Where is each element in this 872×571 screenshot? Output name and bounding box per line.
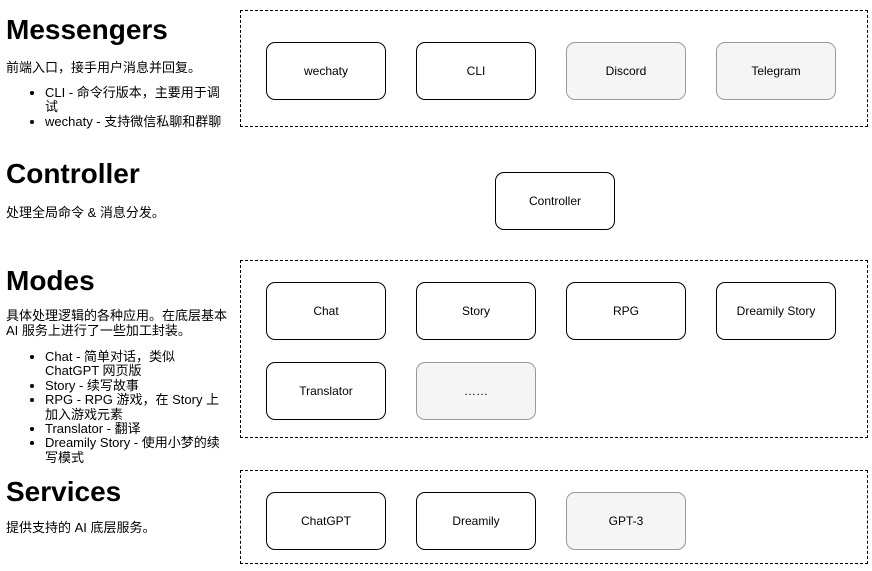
node-story: Story <box>416 282 536 340</box>
node-dreamily-story: Dreamily Story <box>716 282 836 340</box>
bullet-chat: Chat - 简单对话，类似 ChatGPT 网页版 <box>45 349 232 379</box>
section-title-messengers: Messengers <box>6 14 168 45</box>
bullet-story: Story - 续写故事 <box>45 378 232 393</box>
section-title-services: Services <box>6 476 122 507</box>
node-cli: CLI <box>416 42 536 100</box>
section-desc-services: 提供支持的 AI 底层服务。 <box>6 520 156 535</box>
node-rpg: RPG <box>566 282 686 340</box>
node-telegram: Telegram <box>716 42 836 100</box>
node-chatgpt: ChatGPT <box>266 492 386 550</box>
bullet-cli: CLI - 命令行版本，主要用于调试 <box>45 85 232 115</box>
messengers-frame: wechaty CLI Discord Telegram <box>240 10 868 127</box>
node-controller: Controller <box>495 172 615 230</box>
bullet-translator: Translator - 翻译 <box>45 421 232 436</box>
node-gpt3: GPT-3 <box>566 492 686 550</box>
node-translator: Translator <box>266 362 386 420</box>
bullet-wechaty: wechaty - 支持微信私聊和群聊 <box>45 114 232 129</box>
node-ellipsis: …… <box>416 362 536 420</box>
services-frame: ChatGPT Dreamily GPT-3 <box>240 470 868 564</box>
node-dreamily: Dreamily <box>416 492 536 550</box>
messengers-bullet-list: CLI - 命令行版本，主要用于调试 wechaty - 支持微信私聊和群聊 <box>6 85 232 129</box>
section-title-controller: Controller <box>6 158 140 189</box>
node-discord: Discord <box>566 42 686 100</box>
modes-bullet-list: Chat - 简单对话，类似 ChatGPT 网页版 Story - 续写故事 … <box>6 349 232 465</box>
node-wechaty: wechaty <box>266 42 386 100</box>
section-desc-modes: 具体处理逻辑的各种应用。在底层基本 AI 服务上进行了一些加工封装。 <box>6 308 228 338</box>
section-desc-messengers: 前端入口，接手用户消息并回复。 <box>6 60 202 75</box>
bullet-rpg: RPG - RPG 游戏，在 Story 上加入游戏元素 <box>45 393 232 422</box>
modes-frame: Chat Story RPG Dreamily Story Translator… <box>240 260 868 438</box>
section-desc-controller: 处理全局命令 & 消息分发。 <box>6 205 165 220</box>
bullet-dreamily-story: Dreamily Story - 使用小梦的续写模式 <box>45 436 232 465</box>
node-chat: Chat <box>266 282 386 340</box>
section-title-modes: Modes <box>6 265 95 296</box>
